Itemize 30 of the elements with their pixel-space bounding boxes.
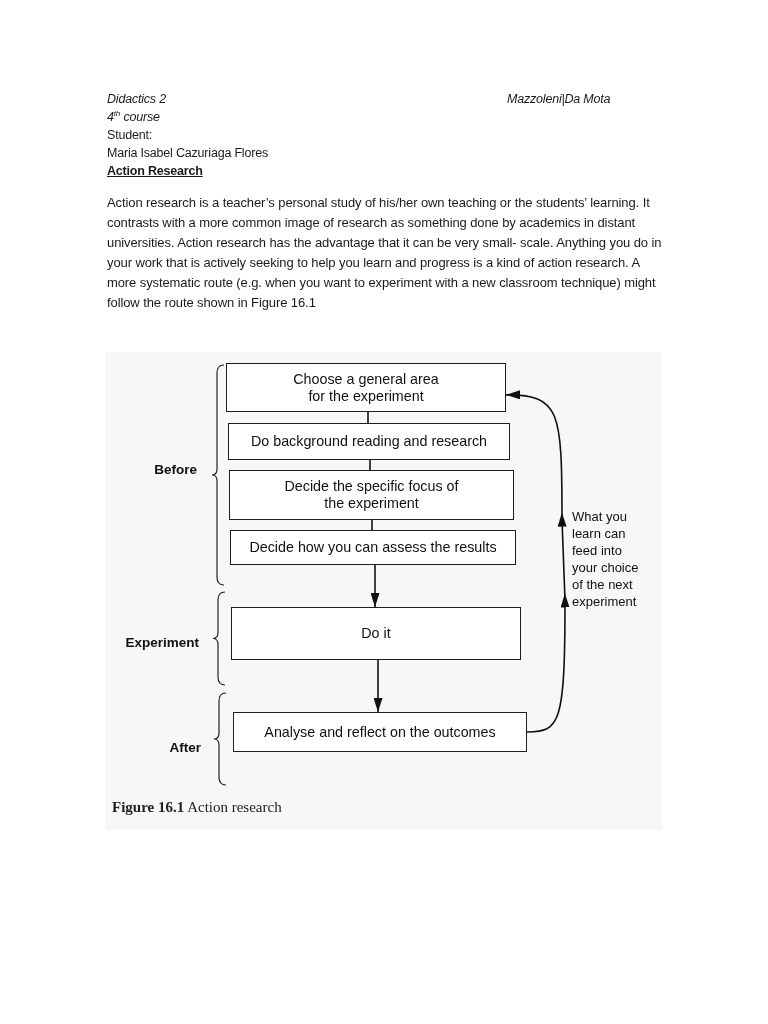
- arrow: [370, 564, 380, 608]
- arrow: [373, 659, 383, 713]
- process-box: [233, 712, 527, 752]
- step-text: Choose a general area for the experiment: [292, 370, 440, 405]
- process-box: [230, 530, 516, 565]
- process-box: [226, 363, 506, 412]
- student-name: Maria Isabel Cazuriaga Flores: [107, 145, 268, 162]
- phase-label: After: [169, 739, 201, 756]
- phase-label: Experiment: [125, 634, 199, 651]
- course-name: Didactics 2: [107, 91, 166, 108]
- step-text: Analyse and reflect on the outcomes: [264, 723, 496, 741]
- connector-line: [369, 459, 371, 471]
- author-names: Mazzoleni|Da Mota: [507, 91, 611, 108]
- connector-line: [371, 519, 373, 531]
- figure-caption: Figure 16.1 Action research: [112, 798, 282, 816]
- step-text: Decide how you can assess the results: [249, 539, 497, 556]
- body-paragraph: Action research is a teacher’s personal study of his/her own teaching or the students’ learning. It contrasts with a more common image of research as something done by academics in distant universities. Action research has the advantage that it can be very small- scale. Anything you do in your work that is actively seeking to help you learn and progress is a kind of action research. A more systematic route (e.g. when you want to experiment with a new classroom technique) might follow the route shown in Figure 16.1: [107, 194, 663, 312]
- step-text: Do it: [361, 625, 391, 642]
- step-text: Decide the specific focus of the experiment: [283, 478, 460, 512]
- field-label: Student:: [107, 127, 152, 144]
- phase-label: Before: [154, 461, 197, 478]
- course-level: 4$^{th}$ course: [107, 108, 160, 126]
- page-title: Action Research: [107, 163, 203, 180]
- step-text: Do background reading and research: [250, 433, 488, 450]
- process-box: [228, 423, 510, 460]
- process-box: [229, 470, 514, 520]
- arrow: [505, 390, 570, 733]
- process-box: [231, 607, 521, 660]
- edge-label: What you learn can feed into your choice of the next experiment: [572, 508, 640, 610]
- connector-line: [367, 411, 369, 424]
